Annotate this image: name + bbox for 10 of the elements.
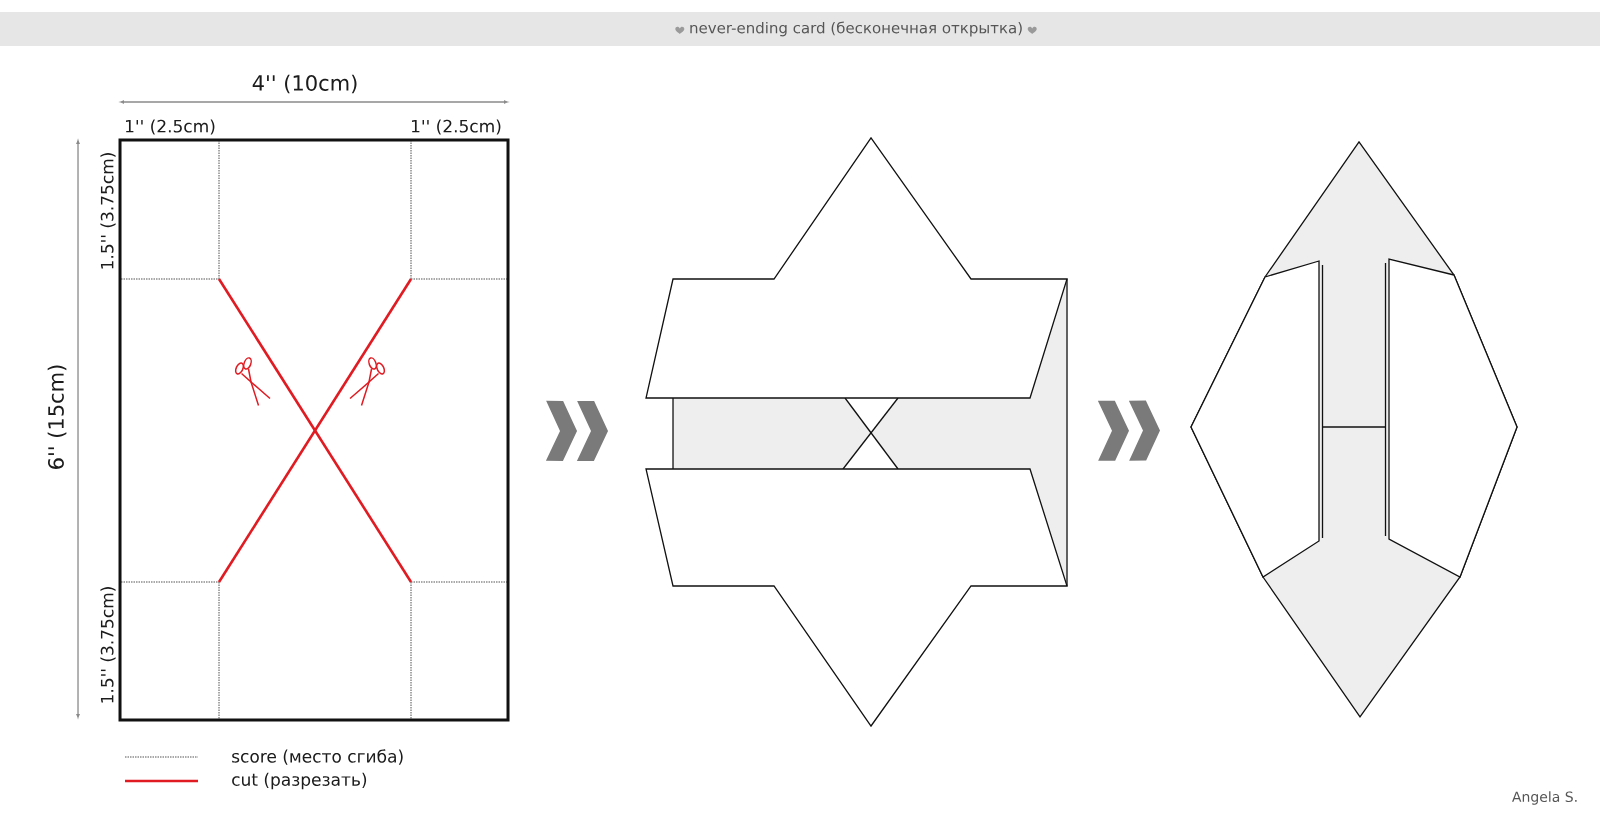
author-signature: Angela S. <box>1512 791 1577 805</box>
chevron-arrow <box>1097 400 1160 461</box>
chevron-arrow <box>545 400 608 462</box>
legend-label: score (место сгиба) <box>232 749 403 765</box>
dimension-label: 6'' (15cm) <box>47 365 67 469</box>
title: never-ending card (бесконечная открытка) <box>690 21 1022 37</box>
legend-label: cut (разрезать) <box>232 772 367 790</box>
card-template <box>118 138 510 722</box>
folded-card <box>645 136 1068 728</box>
dimension-label: 4'' (10cm) <box>252 74 357 94</box>
